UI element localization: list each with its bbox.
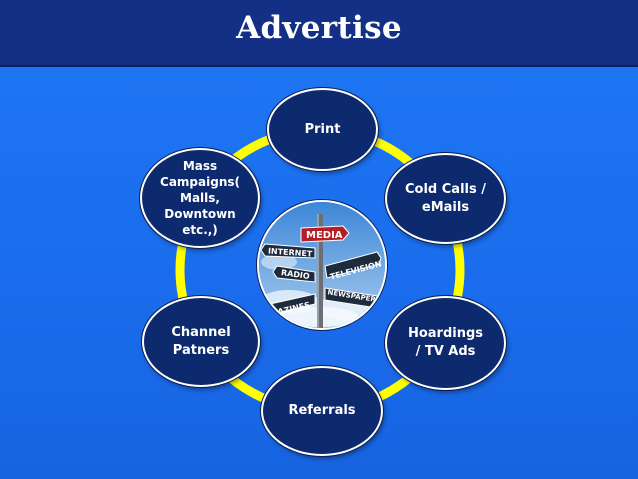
header-bar: Advertise bbox=[0, 0, 638, 67]
sign-media: MEDIA bbox=[306, 230, 343, 241]
node-referrals: Referrals bbox=[261, 366, 383, 456]
node-mass-campaigns: Mass Campaigns( Malls, Downtown etc.,) bbox=[140, 148, 260, 248]
slide-title: Advertise bbox=[236, 10, 402, 46]
node-channel-patners: Channel Patners bbox=[142, 296, 260, 387]
node-cold-calls-label: Cold Calls / eMails bbox=[405, 181, 486, 215]
node-mass-campaigns-label: Mass Campaigns( Malls, Downtown etc.,) bbox=[160, 159, 240, 237]
node-referrals-label: Referrals bbox=[288, 403, 356, 418]
node-hoardings-label: Hoardings / TV Ads bbox=[407, 326, 484, 359]
node-channel-patners-label: Channel Patners bbox=[171, 324, 231, 358]
node-print-label: Print bbox=[304, 121, 341, 137]
sign-radio: RADIO bbox=[280, 268, 310, 281]
node-cold-calls: Cold Calls / eMails bbox=[385, 153, 506, 244]
node-print: Print bbox=[267, 88, 378, 171]
signpost-icon: MEDIA INTERNET TELEVISION RADIO NEWSPAPE… bbox=[259, 202, 385, 328]
media-signpost-image: MEDIA INTERNET TELEVISION RADIO NEWSPAPE… bbox=[257, 200, 387, 330]
node-hoardings: Hoardings / TV Ads bbox=[385, 296, 506, 390]
sign-internet: INTERNET bbox=[268, 247, 313, 259]
